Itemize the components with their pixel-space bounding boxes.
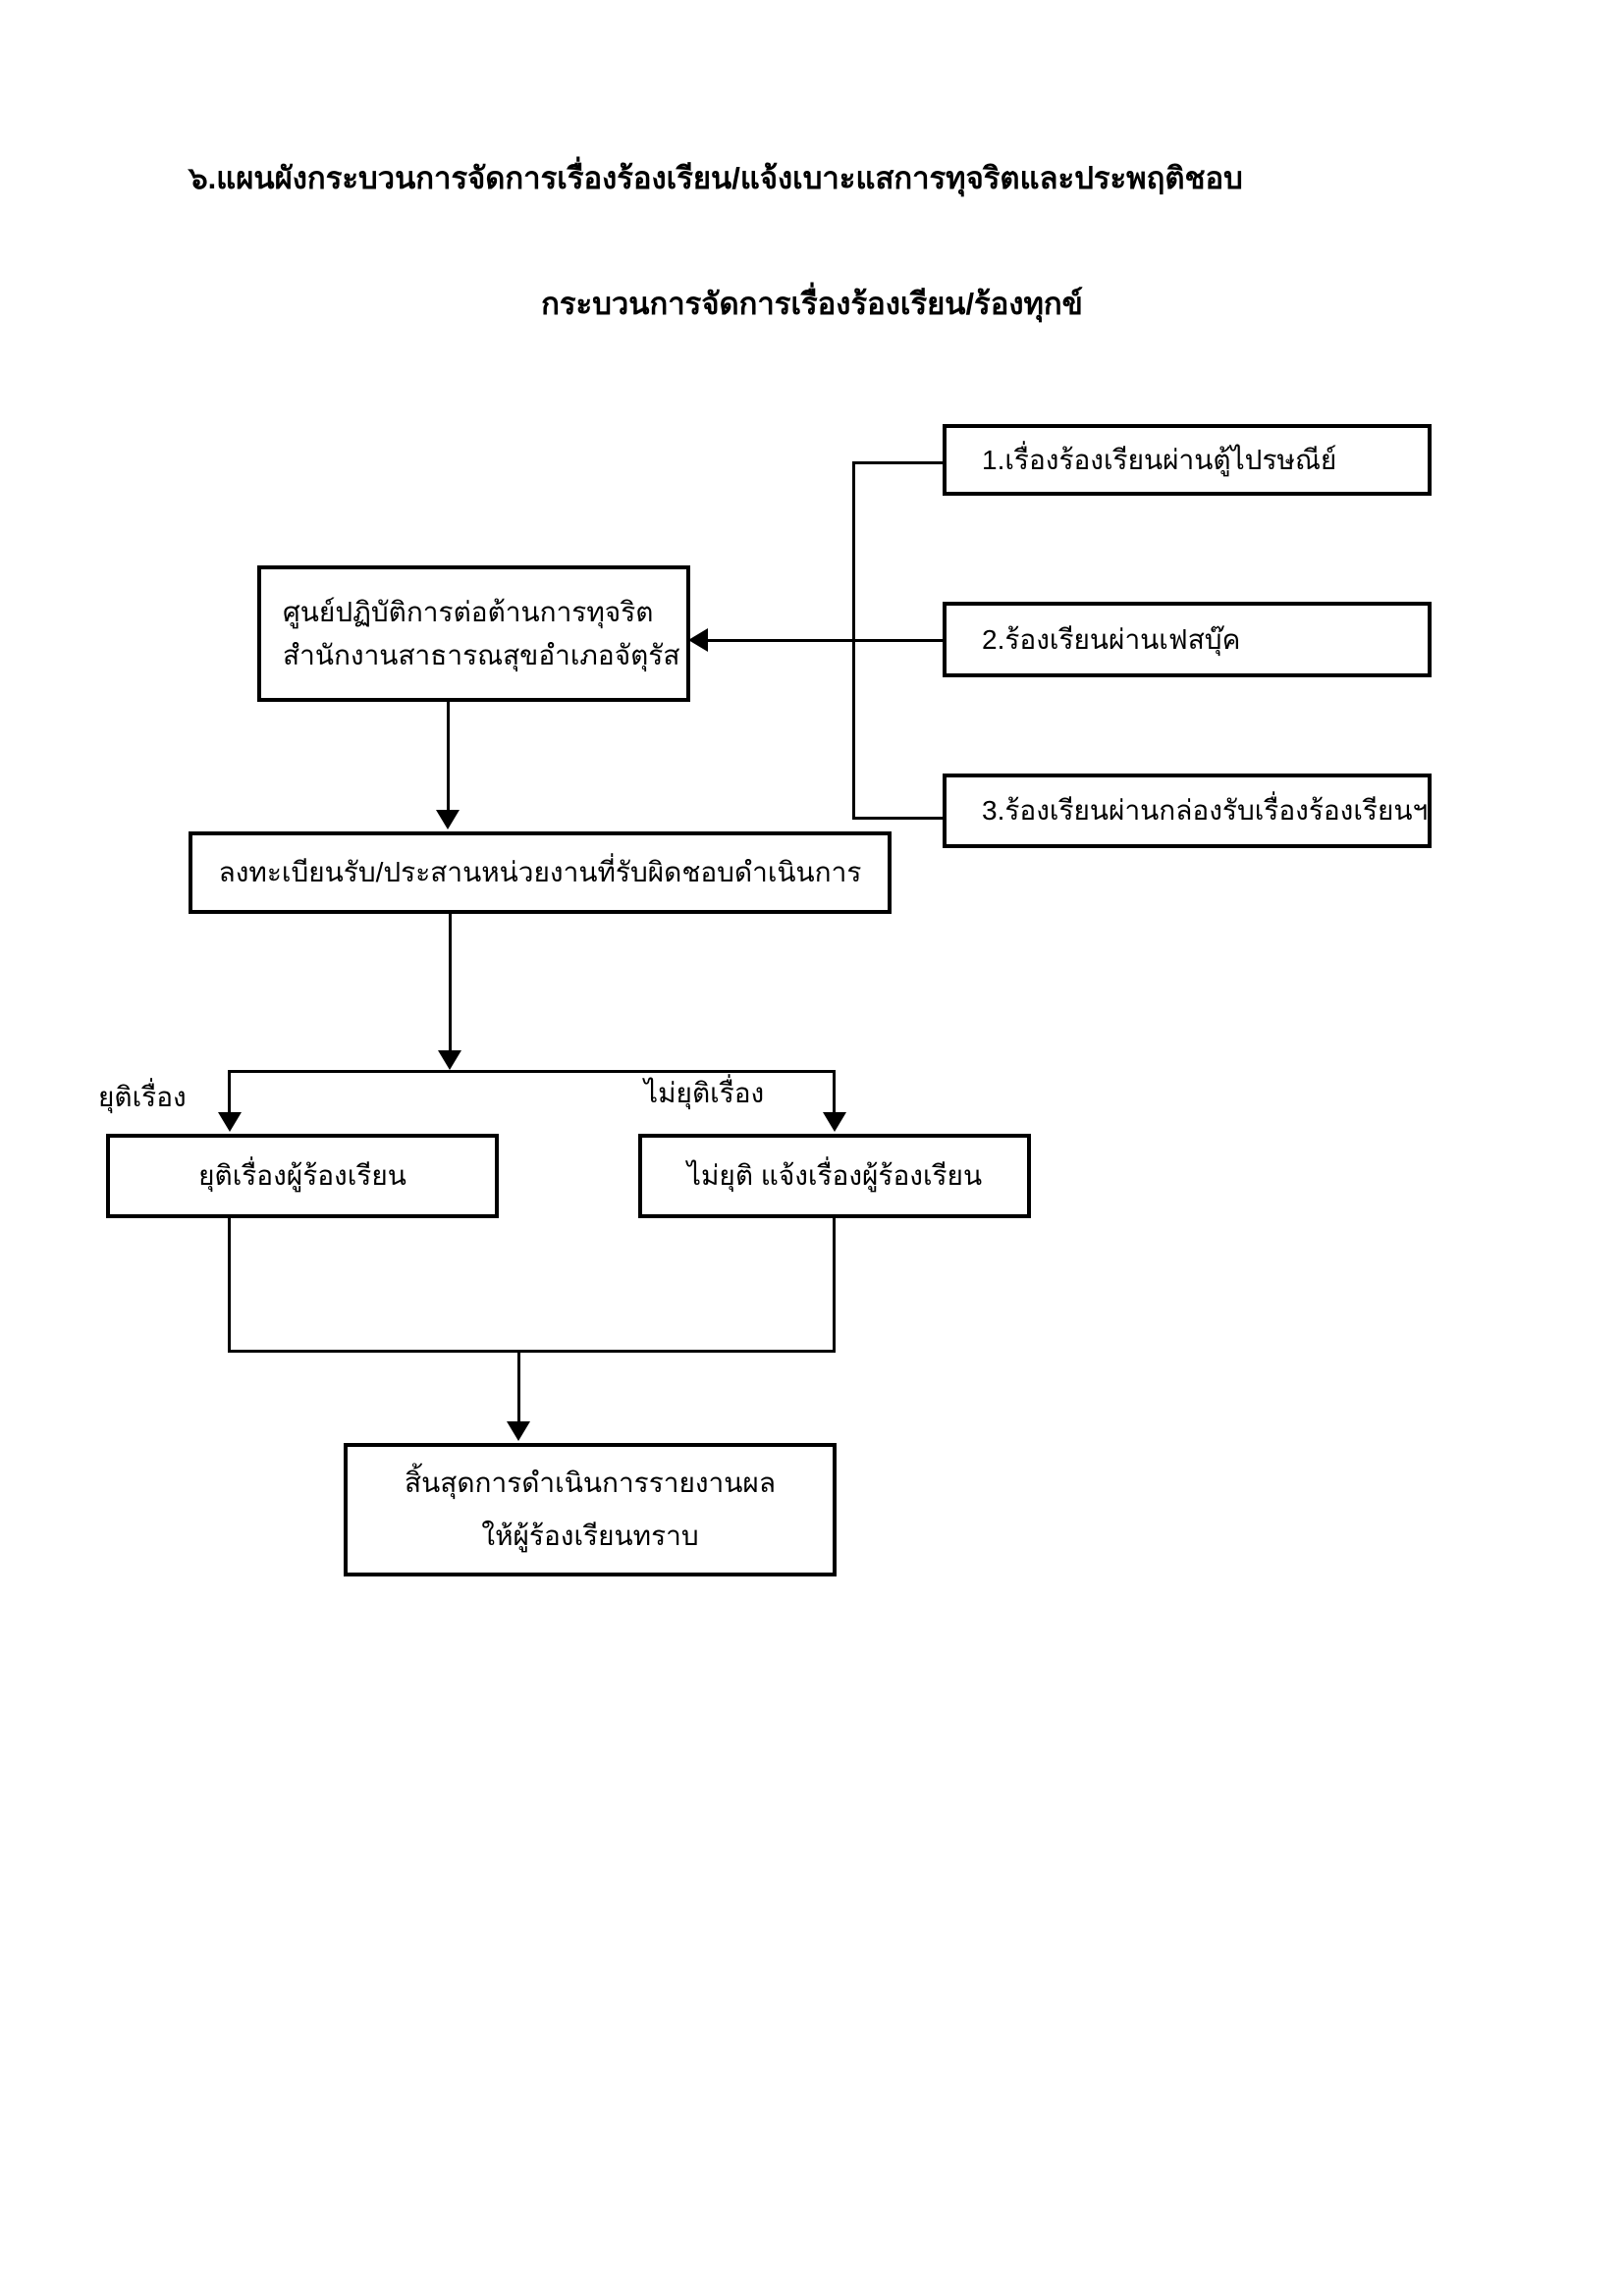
connector-merge-to-end [517,1350,520,1423]
connector-branch-right-vertical [833,1070,836,1114]
flow-box-channel-facebook: 2.ร้องเรียนผ่านเฟสบุ๊ค [943,602,1432,677]
flow-box-channel-postbox: 1.เรื่องร้องเรียนผ่านตู้ไปรษณีย์ [943,424,1432,496]
arrowhead-down-icon [438,1050,461,1070]
branch-label-not-resolved: ไม่ยุติเรื่อง [644,1078,765,1108]
connector-center-to-register [447,702,450,812]
connector-register-to-branch [449,914,452,1051]
arrowhead-down-icon [823,1112,846,1132]
connector-branch-left-vertical [228,1070,231,1114]
flow-box-label: 2.ร้องเรียนผ่านเฟสบุ๊ค [982,623,1241,655]
connector-branch-horizontal [228,1070,836,1073]
connector-channel1-horizontal [852,461,943,464]
arrowhead-down-icon [507,1421,530,1441]
flow-box-register: ลงทะเบียนรับ/ประสานหน่วยงานที่รับผิดชอบด… [189,831,892,914]
flow-box-label: 3.ร้องเรียนผ่านกล่องรับเรื่องร้องเรียนฯ [982,795,1429,826]
arrowhead-down-icon [218,1112,242,1132]
flow-box-label: ลงทะเบียนรับ/ประสานหน่วยงานที่รับผิดชอบด… [218,857,862,887]
connector-channels-to-center [706,639,943,642]
flow-box-label-line2: สำนักงานสาธารณสุขอำเภอจัตุรัส [283,639,680,670]
page-subtitle: กระบวนการจัดการเรื่องร้องเรียน/ร้องทุกข์ [541,287,1083,321]
connector-merge-left-vertical [228,1218,231,1353]
flow-box-end-report: สิ้นสุดการดำเนินการรายงานผล ให้ผู้ร้องเร… [344,1443,837,1576]
arrowhead-left-icon [688,628,708,652]
flow-box-label-line2: ให้ผู้ร้องเรียนทราบ [481,1521,699,1551]
branch-label-resolved: ยุติเรื่อง [98,1082,187,1112]
connector-channel3-horizontal [852,817,943,820]
page-title: ๖.แผนผังกระบวนการจัดการเรื่องร้องเรียน/แ… [189,161,1243,195]
flow-box-label: 1.เรื่องร้องเรียนผ่านตู้ไปรษณีย์ [982,444,1337,475]
flow-box-operations-center: ศูนย์ปฏิบัติการต่อต้านการทุจริต สำนักงาน… [257,565,690,702]
flow-box-label: ยุติเรื่องผู้ร้องเรียน [198,1160,406,1191]
flow-box-label: ไม่ยุติ แจ้งเรื่องผู้ร้องเรียน [686,1160,983,1191]
flow-box-label-line1: ศูนย์ปฏิบัติการต่อต้านการทุจริต [283,596,654,627]
flow-box-outcome-resolved: ยุติเรื่องผู้ร้องเรียน [106,1134,499,1218]
connector-merge-right-vertical [833,1218,836,1353]
connector-merge-horizontal [228,1350,836,1353]
flow-box-label-line1: สิ้นสุดการดำเนินการรายงานผล [405,1468,776,1498]
flow-box-outcome-not-resolved: ไม่ยุติ แจ้งเรื่องผู้ร้องเรียน [638,1134,1031,1218]
arrowhead-down-icon [436,810,460,829]
flow-box-channel-complaint-box: 3.ร้องเรียนผ่านกล่องรับเรื่องร้องเรียนฯ [943,774,1432,848]
